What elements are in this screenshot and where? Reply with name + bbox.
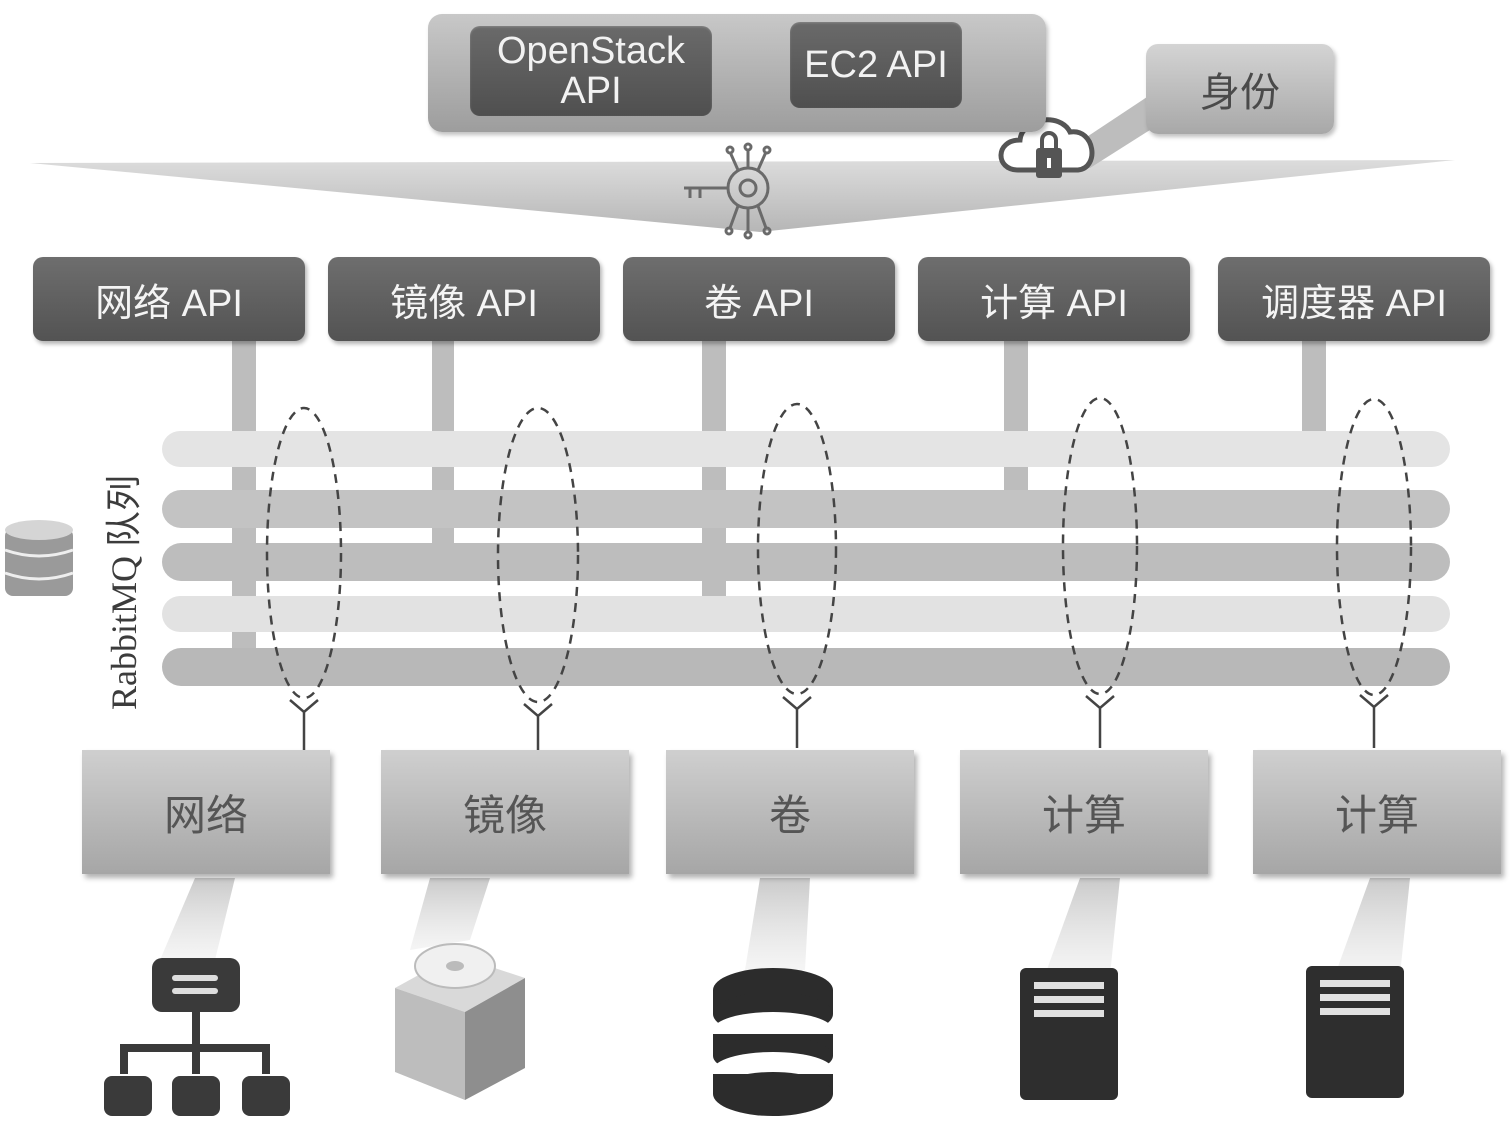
server-icon <box>1306 966 1404 1098</box>
service-label: 计算 <box>1334 791 1419 839</box>
rabbitmq-pipes <box>162 431 1450 686</box>
gateway-funnel <box>30 160 1455 232</box>
api-label: 网络 API <box>95 282 243 325</box>
queue-database-icon <box>4 520 74 596</box>
openstack-api-line1: OpenStack <box>497 30 685 72</box>
api-label: 计算 API <box>980 282 1128 325</box>
compute-api-box: 计算 API <box>918 257 1190 341</box>
loop-stems <box>289 694 1389 752</box>
openstack-api-line2: API <box>560 70 622 112</box>
identity-box: 身份 <box>1146 44 1334 134</box>
network-api-box: 网络 API <box>33 257 305 341</box>
database-stack-icon <box>713 968 833 1116</box>
api-label: 调度器 API <box>1261 282 1447 325</box>
server-icon <box>1020 968 1118 1100</box>
service-label: 卷 <box>768 791 811 839</box>
service-label: 网络 <box>163 791 248 839</box>
service-beams <box>160 878 1410 975</box>
network-topology-icon <box>104 958 290 1116</box>
service-label: 计算 <box>1041 791 1126 839</box>
volume-api-box: 卷 API <box>623 257 895 341</box>
rabbitmq-queue-label: RabbitMQ 队列 <box>104 474 144 710</box>
image-disk-box-icon <box>395 943 525 1100</box>
openstack-api-box: OpenStack API <box>470 26 712 116</box>
ec2-api-label: EC2 API <box>804 44 948 86</box>
image-api-box: 镜像 API <box>328 257 600 341</box>
api-label: 卷 API <box>704 282 814 325</box>
volume-service-box: 卷 <box>666 750 914 874</box>
image-service-box: 镜像 <box>381 750 629 874</box>
identity-label: 身份 <box>1200 71 1280 115</box>
compute-service-box-2: 计算 <box>1253 750 1501 874</box>
ec2-api-box: EC2 API <box>790 22 962 108</box>
cloud-lock-icon <box>998 117 1095 178</box>
scheduler-api-box: 调度器 API <box>1218 257 1490 341</box>
api-label: 镜像 API <box>390 282 538 325</box>
network-service-box: 网络 <box>82 750 330 874</box>
compute-service-box: 计算 <box>960 750 1208 874</box>
key-circuit-icon <box>684 142 772 240</box>
service-label: 镜像 <box>462 791 547 839</box>
queue-loops <box>265 396 1413 704</box>
